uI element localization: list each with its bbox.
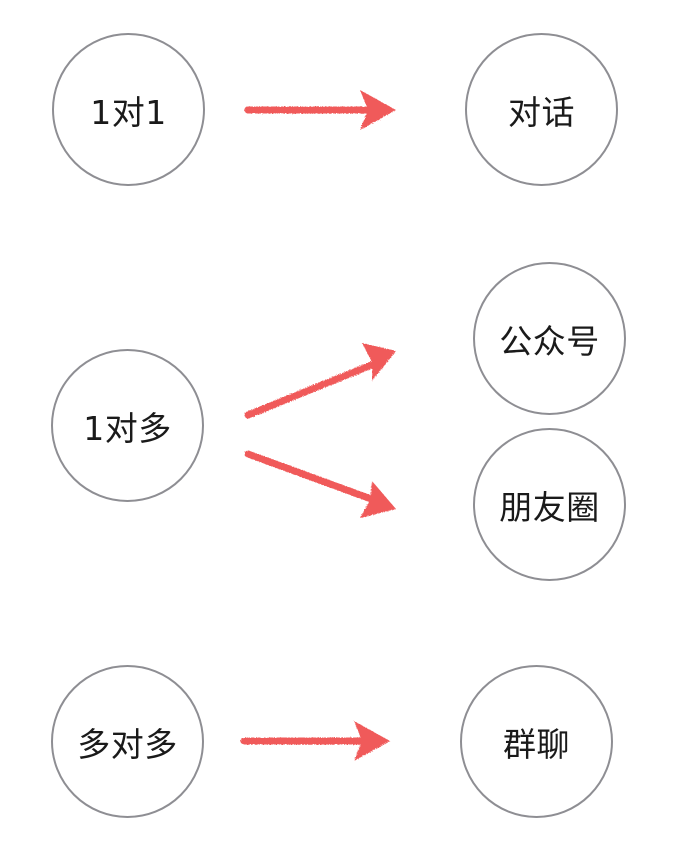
node-dialog: 对话: [465, 33, 618, 186]
node-official-account: 公众号: [473, 262, 626, 415]
node-label: 1对1: [90, 92, 167, 132]
node-label: 朋友圈: [499, 487, 600, 527]
node-label: 对话: [508, 92, 575, 132]
node-label: 1对多: [83, 408, 172, 448]
arrow-many-to-many-group-chat: [240, 721, 390, 761]
arrow-one-to-many-moments: [244, 450, 396, 518]
node-moments: 朋友圈: [473, 428, 626, 581]
arrow-one-to-many-official-account: [244, 343, 396, 419]
node-one-to-many: 1对多: [51, 349, 204, 502]
node-label: 公众号: [499, 321, 600, 361]
node-label: 群聊: [503, 724, 570, 764]
node-group-chat: 群聊: [460, 665, 613, 818]
node-many-to-many: 多对多: [51, 665, 204, 818]
node-one-to-one: 1对1: [52, 33, 205, 186]
arrow-one-to-one-dialog: [244, 90, 396, 130]
node-label: 多对多: [77, 724, 178, 764]
